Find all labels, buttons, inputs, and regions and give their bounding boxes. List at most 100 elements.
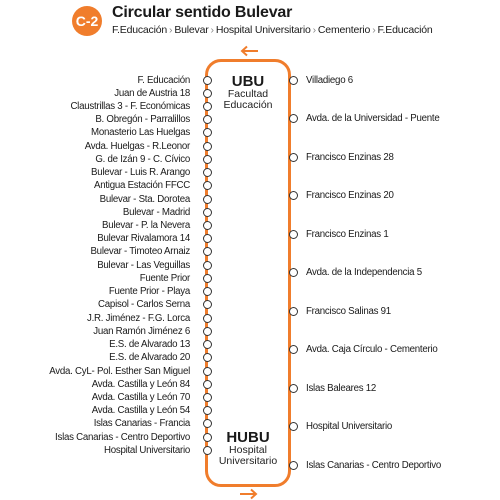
stop-dot — [202, 313, 212, 323]
terminal-abbr: HUBU — [226, 429, 270, 446]
stop-dot — [202, 432, 212, 442]
stop-label: Bulevar Rivalamora 14 — [97, 233, 190, 245]
stop-dot — [202, 88, 212, 98]
chevron-right-icon: › — [312, 24, 317, 36]
stop-label: Villadiego 6 — [306, 74, 353, 86]
stop-label: Avda. Castilla y León 54 — [91, 405, 191, 417]
stop-label: Avda. de la Universidad - Puente — [306, 113, 440, 124]
stop-label: Avda. de la Independencia 5 — [306, 267, 422, 278]
route-stop: Hospital Universitario — [215, 24, 311, 36]
stop-dot — [288, 422, 298, 431]
stop-dot — [202, 379, 212, 389]
route-stop: Bulevar — [174, 24, 209, 36]
stop-label: Avda. Castilla y León 84 — [91, 378, 191, 390]
stop-label: Juan Ramón Jiménez 6 — [93, 325, 190, 337]
stop-label: Islas Baleares 12 — [306, 382, 377, 394]
route-loop — [205, 59, 291, 487]
stop-label: Islas Canarias - Centro Deportivo — [55, 431, 190, 443]
stop-label: Claustrillas 3 - F. Económicas — [70, 100, 190, 112]
stop-label: J.R. Jiménez - F.G. Lorca — [86, 312, 190, 324]
stop-dot — [202, 207, 212, 217]
stop-label: Bulevar - Timoteo Arnaiz — [90, 246, 190, 258]
stop-dot — [202, 115, 212, 125]
stop-dot — [202, 141, 212, 151]
stop-dot — [202, 234, 212, 244]
stop-dot — [288, 229, 298, 239]
terminal-name-line2: Universitario — [218, 455, 278, 467]
stop-label: F. Educación — [137, 74, 191, 86]
stop-dot — [202, 406, 212, 416]
stop-label: G. de Izán 9 - C. Cívico — [95, 153, 190, 165]
stop-dot — [202, 287, 212, 297]
stop-dot — [288, 460, 298, 470]
stop-dot — [202, 393, 212, 403]
terminal-name-line2: Educación — [223, 99, 273, 111]
stop-label: Avda. Caja Círculo - Cementerio — [306, 344, 438, 355]
stop-label: Avda. Huelgas - R.Leonor — [84, 140, 191, 152]
stop-dot — [202, 101, 212, 111]
stop-dot — [202, 353, 212, 363]
stop-label: Bulevar - Luis R. Arango — [90, 167, 190, 179]
stop-dot — [202, 247, 212, 257]
stop-dot — [202, 168, 212, 178]
stop-dot — [202, 326, 212, 336]
stop-label: Francisco Enzinas 1 — [306, 228, 389, 240]
chevron-right-icon: › — [210, 24, 215, 36]
stop-dot — [202, 181, 212, 191]
stop-label: Fuente Prior - Playa — [108, 286, 190, 298]
stop-dot — [288, 152, 298, 162]
stop-label: Monasterio Las Huelgas — [91, 127, 190, 139]
stop-dot — [288, 75, 298, 85]
stop-label: Avda. Castilla y León 70 — [91, 392, 191, 404]
stop-label: Islas Canarias - Centro Deportivo — [306, 459, 441, 471]
terminal-top: UBU Facultad Educación — [214, 74, 282, 111]
stop-label: Bulevar - Sta. Dorotea — [99, 193, 191, 205]
stop-label: E.S. de Alvarado 13 — [109, 339, 190, 351]
stop-label: Hospital Universitario — [306, 421, 393, 432]
stop-dot — [202, 419, 212, 429]
stop-dot — [202, 366, 212, 376]
stop-dot — [288, 345, 298, 354]
stop-dot — [288, 268, 298, 277]
route-summary: F.Educación›Bulevar›Hospital Universitar… — [112, 24, 433, 36]
route-stop: Cementerio — [317, 24, 371, 36]
stop-label: Fuente Prior — [139, 272, 191, 284]
stop-label: Francisco Salinas 91 — [306, 305, 391, 317]
arrow-left-icon — [240, 45, 258, 57]
terminal-bottom: HUBU Hospital Universitario — [210, 430, 286, 467]
stop-dot — [202, 154, 212, 164]
stop-label: Capisol - Carlos Serna — [98, 299, 190, 311]
line-badge: C-2 — [72, 6, 102, 36]
terminal-name-line1: Facultad — [227, 88, 269, 100]
stop-label: Francisco Enzinas 20 — [306, 190, 394, 201]
terminal-name-line1: Hospital — [229, 444, 267, 456]
arrow-right-icon — [240, 488, 258, 500]
page-title: Circular sentido Bulevar — [112, 4, 293, 21]
stop-dot — [202, 445, 212, 455]
stop-dot — [202, 194, 212, 204]
stop-dot — [202, 260, 212, 270]
stop-label: Hospital Universitario — [103, 444, 190, 456]
stop-label: B. Obregón - Parralillos — [95, 114, 190, 126]
stop-label: E.S. de Alvarado 20 — [109, 352, 190, 364]
terminal-abbr: UBU — [231, 73, 265, 90]
stop-dot — [288, 191, 298, 200]
route-stop: F.Educación — [377, 24, 433, 36]
stop-label: Antigua Estación FFCC — [94, 180, 190, 192]
stop-dot — [288, 306, 298, 316]
stop-dot — [202, 273, 212, 283]
stop-label: Avda. CyL- Pol. Esther San Miguel — [49, 365, 190, 377]
stop-dot — [202, 128, 212, 138]
stop-dot — [288, 383, 298, 393]
stop-label: Bulevar - P. la Nevera — [101, 220, 190, 232]
chevron-right-icon: › — [169, 24, 173, 36]
route-stop: F.Educación — [112, 24, 168, 36]
stop-label: Islas Canarias - Francia — [93, 418, 191, 430]
stop-label: Bulevar - Madrid — [122, 206, 190, 218]
stop-dot — [202, 300, 212, 310]
stop-dot — [202, 221, 212, 231]
stop-label: Francisco Enzinas 28 — [306, 151, 394, 163]
chevron-right-icon: › — [372, 24, 376, 36]
stop-dot — [202, 75, 212, 85]
stop-dot — [202, 340, 212, 350]
